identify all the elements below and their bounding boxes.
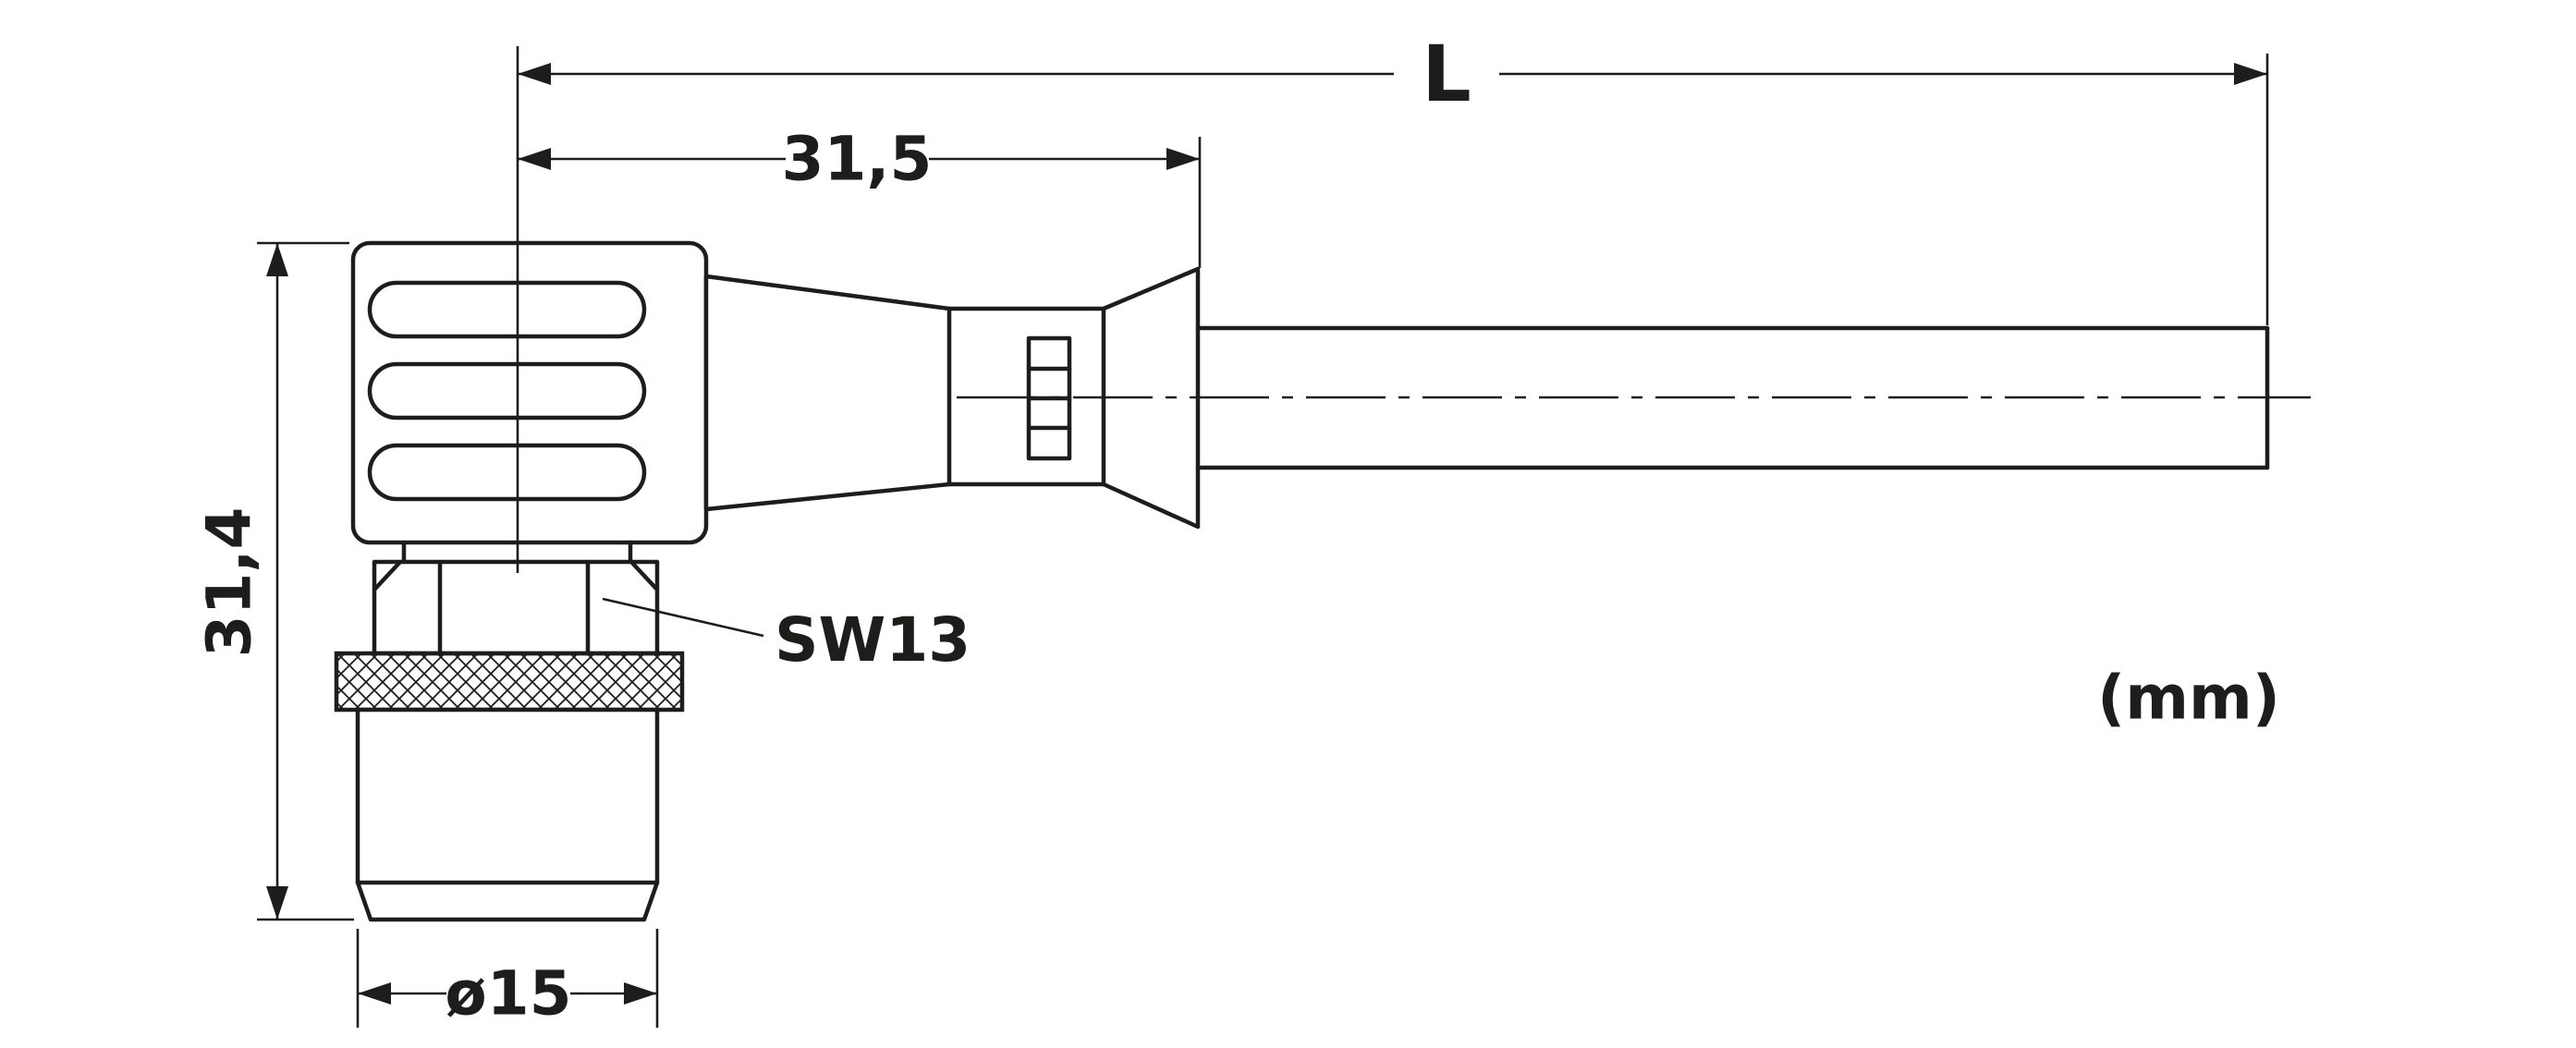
leader-line-sw13	[602, 597, 764, 638]
knurled-ring	[334, 651, 685, 713]
strain-relief-slot-3	[367, 443, 647, 502]
wrench-size-label: SW13	[775, 604, 971, 676]
strain-relief-slot-1	[367, 280, 647, 339]
arrowhead-right	[2234, 63, 2267, 85]
threaded-barrel	[355, 707, 660, 922]
wrench-size-callout: SW13	[602, 597, 971, 676]
hex-chamfer-right	[629, 559, 660, 592]
hex-nut	[372, 559, 660, 656]
dimension-label-31-4: 31,4	[194, 507, 265, 658]
threaded-barrel-body	[355, 707, 660, 922]
dimension-head-length: 31,5	[518, 124, 1202, 268]
dimension-head-height: 31,4	[194, 241, 354, 921]
cable-exit-housing	[703, 266, 1201, 530]
arrowhead-left	[518, 148, 551, 170]
arrowhead-right	[1166, 148, 1200, 170]
units-label: (mm)	[2097, 663, 2280, 734]
arrowhead-left	[518, 63, 551, 85]
dimension-overall-length: L	[518, 29, 2269, 325]
hex-nut-body	[372, 559, 660, 656]
hex-chamfer-left	[372, 559, 403, 592]
strain-relief-slot-2	[367, 361, 647, 420]
arrowhead-left	[358, 982, 391, 1005]
arrowhead-bottom	[266, 886, 288, 920]
angled-connector-drawing	[334, 46, 2311, 922]
dimension-thread-diameter: ø15	[356, 929, 659, 1030]
arrowhead-right	[624, 982, 657, 1005]
dimension-label-31-5: 31,5	[782, 124, 933, 195]
dimension-label-diameter-15: ø15	[445, 958, 571, 1030]
arrowhead-top	[266, 243, 288, 276]
dimension-label-L: L	[1422, 29, 1471, 119]
